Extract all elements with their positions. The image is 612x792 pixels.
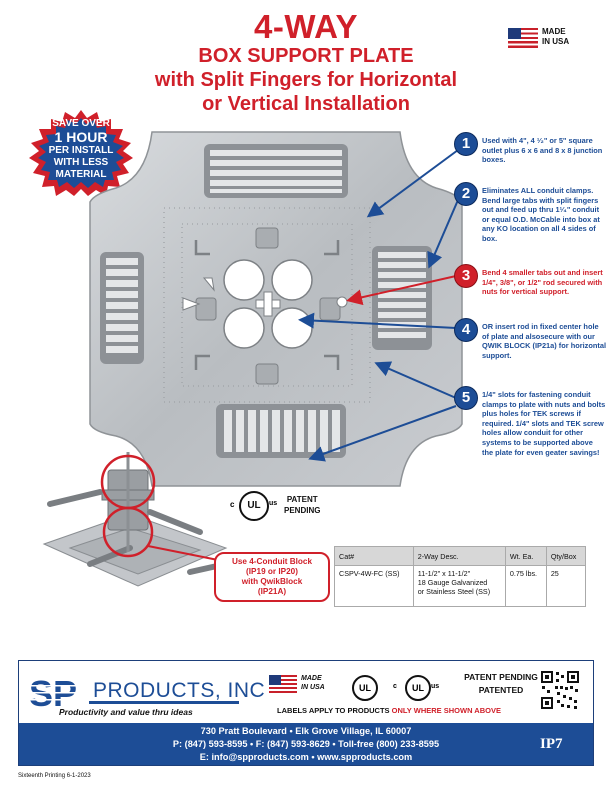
installation-photo <box>42 452 229 587</box>
save-time-badge: SAVE OVER 1 HOUR PER INSTALL WITH LESS M… <box>27 110 135 196</box>
made-label: MADE <box>542 27 566 36</box>
company-address: 730 Pratt Boulevard • Elk Grove Village,… <box>200 726 412 736</box>
ul-us-label: us <box>269 500 278 507</box>
column-header: Wt. Ea. <box>504 546 547 566</box>
save-line: WITH LESS <box>53 157 109 168</box>
ul-c-label: c <box>393 683 397 690</box>
callout-number: 3 <box>454 264 478 288</box>
subtitle-line: with Split Fingers for Horizontal <box>154 69 458 91</box>
callout-number: 5 <box>454 386 478 410</box>
callout-number: 1 <box>454 132 478 156</box>
in-usa-label: IN USA <box>542 37 570 46</box>
callout-number: 2 <box>454 182 478 206</box>
table-header-row: Cat# 2-Way Desc. Wt. Ea. Qty/Box <box>334 546 587 566</box>
qty-cell: 25 <box>545 565 587 607</box>
subtitle-line: BOX SUPPORT PLATE <box>198 45 414 67</box>
column-header: Qty/Box <box>545 546 587 566</box>
us-flag-icon <box>269 675 297 693</box>
ul-c-label: c <box>230 500 235 509</box>
logo-divider <box>89 701 239 704</box>
callout-text: Eliminates ALL conduit clamps. Bend larg… <box>482 186 600 243</box>
weight-cell: 0.75 lbs. <box>504 565 547 607</box>
company-tagline: Productivity and value thru ideas <box>59 707 193 717</box>
company-web: E: info@spproducts.com • www.spproducts.… <box>199 752 413 762</box>
qr-code-icon <box>539 669 581 711</box>
made-in-usa-badge: MADE IN USA <box>508 26 578 52</box>
ul-icon: UL <box>352 675 378 701</box>
support-plate-illustration <box>89 131 463 487</box>
us-flag-icon <box>508 28 538 48</box>
company-name: PRODUCTS, INC <box>93 679 266 702</box>
callout-text: OR insert rod in fixed center hole of pl… <box>482 322 606 360</box>
callout-text: Bend 4 smaller tabs out and insert 1/4",… <box>482 268 603 297</box>
save-line: SAVE OVER <box>52 118 110 129</box>
callout-text: 1/4" slots for fastening conduit clamps … <box>482 390 606 457</box>
column-header: Cat# <box>334 546 414 566</box>
spec-table: Cat# 2-Way Desc. Wt. Ea. Qty/Box CSPV-4W… <box>334 546 587 607</box>
footer-made-in-usa: MADE IN USA <box>269 673 339 697</box>
save-line: PER INSTALL <box>48 145 114 156</box>
starburst-icon <box>29 110 133 196</box>
document-code: IP7 <box>540 736 563 752</box>
company-phones: P: (847) 593-8595 • F: (847) 593-8629 • … <box>172 739 440 749</box>
save-line-emphasis: 1 HOUR <box>54 129 108 145</box>
page-subtitle: BOX SUPPORT PLATE with Split Fingers for… <box>0 44 612 116</box>
callout-text: Used with 4", 4 ¹⁄₂" or 5" square outlet… <box>482 136 603 165</box>
ul-icon: UL <box>405 675 431 701</box>
patent-pending-label: PATENT PENDING <box>284 495 321 515</box>
ul-certification: c UL us PATENT PENDING <box>228 488 368 524</box>
subtitle-line: or Vertical Installation <box>202 93 410 115</box>
page-title: 4-WAY <box>254 8 358 45</box>
table-row: CSPV-4W-FC (SS) 11-1/2" x 11-1/2" 18 Gau… <box>334 565 587 607</box>
printing-note: Sixteenth Printing 6-1-2023 <box>18 773 91 779</box>
callout-number: 4 <box>454 318 478 342</box>
sp-logo-icon: SP <box>29 675 89 711</box>
save-line: MATERIAL <box>55 169 107 180</box>
column-header: 2-Way Desc. <box>412 546 506 566</box>
cat-cell: CSPV-4W-FC (SS) <box>334 565 414 607</box>
patent-status: PATENT PENDING PATENTED <box>464 672 538 695</box>
conduit-block-note: Use 4-Conduit Block (IP19 or IP20) with … <box>214 552 330 602</box>
ul-icon: UL <box>239 491 269 521</box>
desc-cell: 11-1/2" x 11-1/2" 18 Gauge Galvanized or… <box>412 565 506 607</box>
footer: SP PRODUCTS, INC Productivity and value … <box>18 660 594 766</box>
labels-note: LABELS APPLY TO PRODUCTS ONLY WHERE SHOW… <box>277 706 501 715</box>
ul-us-label: us <box>431 683 440 690</box>
